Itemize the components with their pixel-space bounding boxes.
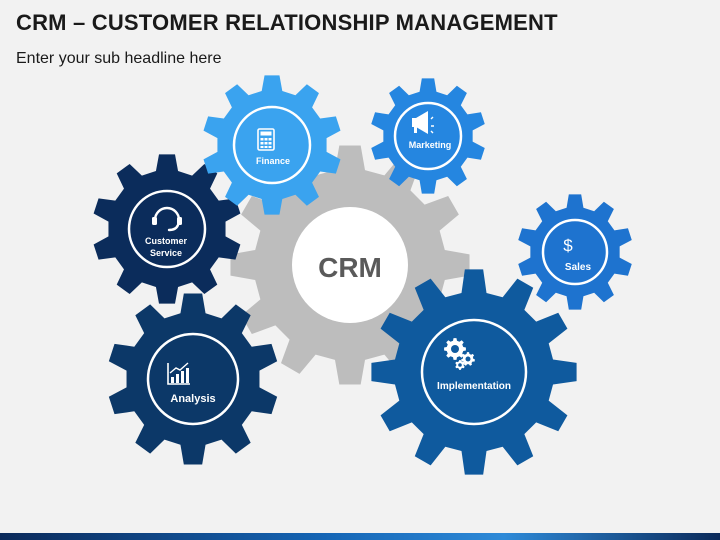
megaphone-icon — [412, 111, 434, 134]
sales-gear-shape — [518, 194, 632, 310]
analysis-gear-ring — [146, 332, 240, 426]
finance-gear-shape — [203, 75, 341, 215]
gear-implementation: Implementation — [371, 269, 577, 475]
customer-service-label-line2: Service — [150, 248, 182, 258]
customer-service-gear-ring — [127, 189, 207, 269]
marketing-gear-ring — [393, 101, 463, 171]
analysis-label: Analysis — [170, 393, 215, 405]
gear-finance: Finance — [203, 75, 341, 215]
footer-bar — [0, 533, 720, 540]
calculator-icon — [257, 128, 275, 151]
chart-icon — [167, 362, 190, 385]
sales-label: Sales — [565, 262, 592, 273]
crm-label: CRM — [318, 252, 382, 283]
dollar-icon: $ — [563, 236, 573, 255]
implementation-label: Implementation — [437, 381, 511, 392]
crm-gear-center — [292, 207, 408, 323]
marketing-gear-shape — [371, 78, 485, 194]
customer-service-gear-shape — [93, 154, 241, 304]
page-title: CRM – CUSTOMER RELATIONSHIP MANAGEMENT — [16, 10, 558, 35]
sales-gear-ring — [541, 218, 609, 286]
gear-marketing: Marketing — [371, 78, 485, 194]
finance-label: Finance — [256, 156, 290, 166]
gear-analysis: Analysis — [108, 293, 278, 465]
customer-service-label-line1: Customer — [145, 236, 188, 246]
analysis-gear-shape — [108, 293, 278, 465]
page-subtitle: Enter your sub headline here — [16, 50, 222, 67]
gear-customer-service: Customer Service — [93, 154, 241, 304]
gear-sales: $ Sales — [518, 194, 632, 310]
finance-gear-ring — [232, 105, 312, 185]
implementation-gear-shape — [371, 269, 577, 475]
marketing-label: Marketing — [409, 140, 452, 150]
headset-icon — [152, 206, 182, 232]
gears-icon — [444, 338, 475, 370]
implementation-gear-ring — [420, 318, 528, 426]
